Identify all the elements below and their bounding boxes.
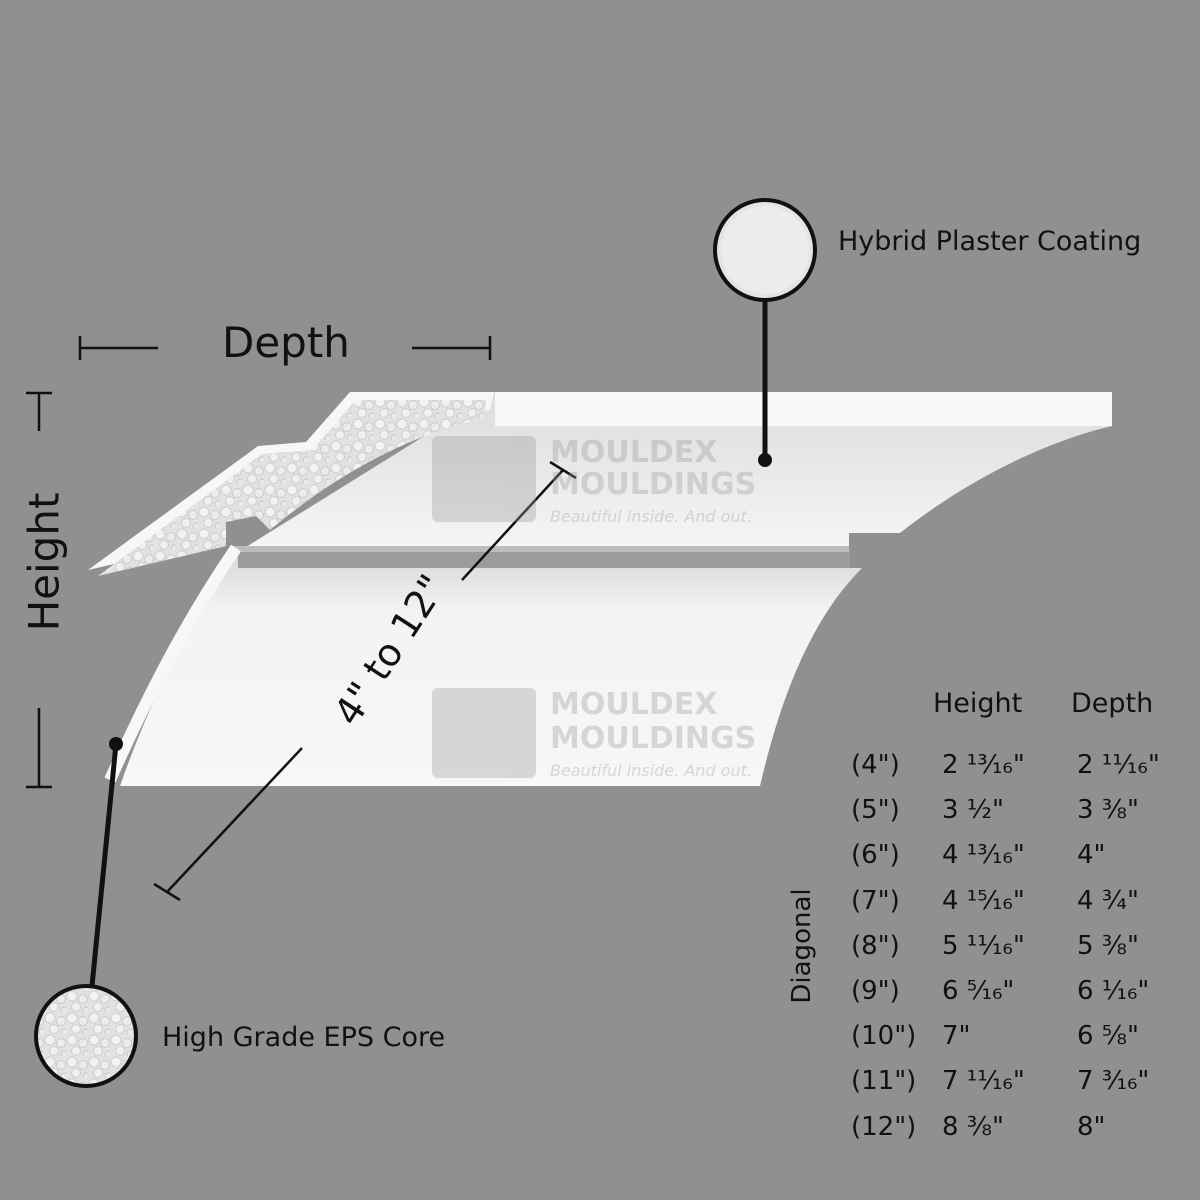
- watermark-sub-1: MOULDINGS: [550, 467, 756, 502]
- core-callout: [34, 737, 138, 1088]
- height-cell: 5 ¹¹⁄₁₆": [942, 930, 1025, 961]
- depth-cell: 4 ¾": [1077, 885, 1139, 916]
- depth-cell: 6 ⅝": [1077, 1021, 1139, 1052]
- column-header-height: Height: [933, 688, 1023, 719]
- diagonal-size-cell: (11"): [851, 1066, 917, 1097]
- eps-core-section: [88, 392, 494, 786]
- depth-dimension: [78, 336, 492, 360]
- diagonal-dimension: [153, 460, 577, 902]
- diagonal-size-cell: (7"): [851, 885, 900, 916]
- depth-cell: 8": [1077, 1111, 1106, 1142]
- diagonal-size-cell: (8"): [851, 930, 900, 961]
- coating-label: Hybrid Plaster Coating: [838, 226, 1142, 257]
- height-dimension: [26, 391, 52, 789]
- height-cell: 2 ¹³⁄₁₆": [942, 750, 1025, 780]
- watermark-sub-2: MOULDINGS: [550, 721, 756, 756]
- core-label: High Grade EPS Core: [162, 1022, 446, 1053]
- depth-cell: 4": [1077, 840, 1106, 871]
- height-cell: 3 ½": [942, 795, 1004, 826]
- depth-cell: 5 ⅜": [1077, 930, 1139, 961]
- depth-cell: 7 ³⁄₁₆": [1077, 1066, 1150, 1097]
- diagonal-size-cell: (9"): [851, 976, 900, 1006]
- coating-callout: [713, 198, 817, 467]
- diagonal-axis-label: Diagonal: [787, 888, 817, 1004]
- moulding-body: [120, 392, 1112, 786]
- height-cell: 4 ¹⁵⁄₁₆": [942, 885, 1025, 916]
- depth-label: Depth: [222, 318, 350, 367]
- diagonal-size-cell: (12"): [851, 1111, 917, 1142]
- height-label: Height: [19, 492, 69, 632]
- column-header-depth: Depth: [1071, 688, 1154, 719]
- height-cell: 7 ¹¹⁄₁₆": [942, 1066, 1025, 1097]
- height-cell: 8 ⅜": [942, 1111, 1004, 1142]
- height-cell: 6 ⁵⁄₁₆": [942, 976, 1015, 1006]
- diagonal-size-cell: (5"): [851, 795, 900, 826]
- depth-cell: 6 ¹⁄₁₆": [1077, 976, 1150, 1006]
- diagonal-size-cell: (4"): [851, 750, 900, 780]
- depth-cell: 2 ¹¹⁄₁₆": [1077, 750, 1160, 780]
- watermark-brand-2: MOULDEX: [550, 687, 717, 722]
- diagonal-size-cell: (10"): [851, 1021, 917, 1052]
- depth-cell: 3 ⅜": [1077, 795, 1139, 826]
- watermark-brand-1: MOULDEX: [550, 435, 717, 470]
- diagonal-size-cell: (6"): [851, 840, 900, 871]
- watermark-tagline-1: Beautiful inside. And out.: [550, 507, 752, 526]
- height-cell: 4 ¹³⁄₁₆": [942, 840, 1025, 871]
- watermark-tagline-2: Beautiful inside. And out.: [550, 761, 752, 780]
- watermark: MOULDEX MOULDINGS Beautiful inside. And …: [432, 435, 756, 780]
- height-cell: 7": [942, 1021, 971, 1052]
